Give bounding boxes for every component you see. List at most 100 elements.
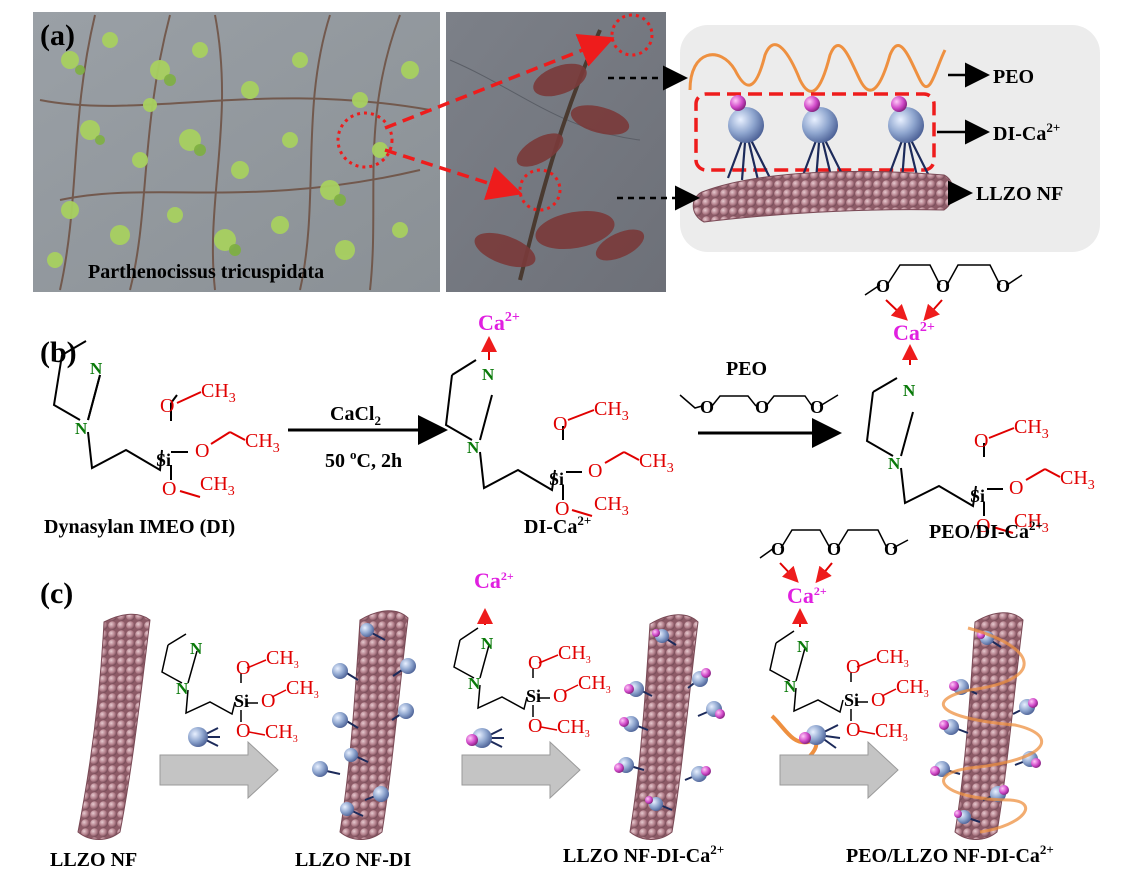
c2-o1: O <box>528 652 542 674</box>
molecule-di-ca <box>444 359 640 517</box>
panel-c-label: (c) <box>40 577 73 610</box>
c2-si: Si <box>526 686 541 706</box>
pdc-si: Si <box>970 486 985 506</box>
stage2-grafted-spheres <box>312 623 416 817</box>
peo-c-o2: O <box>827 539 841 559</box>
plant-caption: Parthenocissus tricuspidata <box>88 261 324 283</box>
di-sphere-icon-1 <box>188 727 220 747</box>
di-sphere <box>728 107 764 143</box>
peo-llzo-nf-di-ca-fiber <box>954 612 1024 840</box>
peo-b-o2: O <box>755 397 769 417</box>
panel-b: (b) N N Si O O O CH3 CH3 CH3 Dynasylan I… <box>40 264 1095 543</box>
adhesion-schematic: PEO DI-Ca2+ LLZO NF <box>608 25 1100 252</box>
reaction-condition: 50 oC, 2h <box>325 447 402 472</box>
peo-di-ca-sphere-icon-3 <box>770 714 841 760</box>
di-o2: O <box>195 440 209 462</box>
llzo-nf-di-ca-fiber <box>629 614 699 840</box>
peo-wrap-chain <box>941 626 1044 834</box>
zoom-arrow-upper <box>384 33 615 130</box>
c2-ca: Ca2+ <box>474 568 514 593</box>
compound1-label: Dynasylan IMEO (DI) <box>44 516 235 538</box>
stage1-label: LLZO NF <box>50 849 137 871</box>
stage3-label: LLZO NF-DI-Ca2+ <box>563 842 724 867</box>
peo-b3-o1: O <box>876 276 890 296</box>
peo-oligomer-b3 <box>864 264 1023 296</box>
panel-a: (a) Parthenocissus tricuspidata <box>33 12 1100 292</box>
pdc-o3: O <box>976 515 990 537</box>
stage4-grafted-spheres <box>930 631 1041 824</box>
c1-ch3-2: CH3 <box>286 677 319 701</box>
gray-process-arrow-2 <box>461 740 581 800</box>
di-ca-ca: Ca2+ <box>478 310 520 335</box>
reagent-cacl2: CaCl2 <box>330 403 381 428</box>
label-peo: PEO <box>993 66 1034 88</box>
dica-n-bottom: N <box>467 438 480 457</box>
c2-n-bottom: N <box>468 674 481 693</box>
label-llzo-nf: LLZO NF <box>976 183 1063 205</box>
peo-b-o3: O <box>810 397 824 417</box>
pdc-ch3-2: CH3 <box>1060 467 1095 493</box>
peo-chain <box>688 43 947 93</box>
c1-o2: O <box>261 690 275 712</box>
peo-oligomer-b <box>679 394 839 409</box>
peo-di-ca-ca: Ca2+ <box>893 320 935 345</box>
c2-ch3-2: CH3 <box>578 672 611 696</box>
c1-o1: O <box>236 657 250 679</box>
c2-n-top: N <box>481 634 494 653</box>
c1-o3: O <box>236 720 250 742</box>
tendril-closeup-photo <box>446 12 666 292</box>
di-ch3-3: CH3 <box>200 473 235 499</box>
di-ch3-2: CH3 <box>245 430 280 456</box>
c3-n-bottom: N <box>784 677 797 696</box>
molecule-di <box>52 340 246 498</box>
c3-o2: O <box>871 689 885 711</box>
stage2-label: LLZO NF-DI <box>295 849 411 871</box>
pdc-ch3-3: CH3 <box>1014 510 1049 536</box>
c1-ch3-3: CH3 <box>265 721 298 745</box>
peo-oligomer-c <box>759 529 909 559</box>
dica-o2: O <box>588 460 602 482</box>
gray-process-arrow-1 <box>159 740 279 800</box>
dica-o1: O <box>553 413 567 435</box>
di-n-bottom: N <box>75 419 88 438</box>
c3-ch3-2: CH3 <box>896 676 929 700</box>
di-ch3-1: CH3 <box>201 380 236 406</box>
c1-si: Si <box>234 691 249 711</box>
ca-ion <box>804 96 820 112</box>
di-si: Si <box>156 450 171 470</box>
dica-ch3-3: CH3 <box>594 493 629 519</box>
c3-o1: O <box>846 656 860 678</box>
c3-si: Si <box>844 690 859 710</box>
c3-n-top: N <box>797 637 810 656</box>
compound3-label: PEO/DI-Ca2+ <box>929 518 1043 543</box>
c3-o3: O <box>846 719 860 741</box>
llzo-nanofiber <box>692 170 954 223</box>
ivy-wall-photo <box>33 12 440 292</box>
panel-a-label: (a) <box>40 19 75 52</box>
dica-ch3-2: CH3 <box>639 450 674 476</box>
peo-c-o1: O <box>771 539 785 559</box>
c1-n-bottom: N <box>176 679 189 698</box>
pdc-n-top: N <box>903 381 916 400</box>
dica-ch3-1: CH3 <box>594 398 629 424</box>
pdc-ch3-1: CH3 <box>1014 416 1049 442</box>
c3-ca: Ca2+ <box>787 583 827 608</box>
peo-b-o1: O <box>700 397 714 417</box>
peo-b3-o3: O <box>996 276 1010 296</box>
c2-ch3-1: CH3 <box>558 642 591 666</box>
di-small-1 <box>161 633 287 736</box>
pdc-o1: O <box>974 430 988 452</box>
stage4-label: PEO/LLZO NF-DI-Ca2+ <box>846 842 1054 867</box>
c3-ch3-3: CH3 <box>875 720 908 744</box>
di-ca-sphere-icon-2 <box>466 728 504 748</box>
zoom-arrow-lower <box>384 148 523 201</box>
di-sphere <box>802 107 838 143</box>
peo-b3-o2: O <box>936 276 950 296</box>
c2-o2: O <box>553 685 567 707</box>
di-n-top: N <box>90 359 103 378</box>
di-ca-small-2 <box>453 627 579 731</box>
dica-o3: O <box>555 498 569 520</box>
c3-ch3-1: CH3 <box>876 646 909 670</box>
c2-o3: O <box>528 715 542 737</box>
c2-ch3-3: CH3 <box>557 716 590 740</box>
